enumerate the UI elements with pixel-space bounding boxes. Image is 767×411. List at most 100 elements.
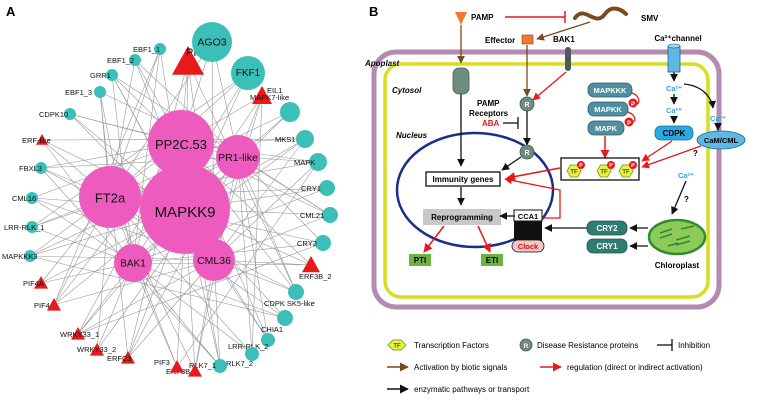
node-wrky33_2: WRKY33_2 bbox=[77, 343, 116, 356]
node-label: PR1-like bbox=[218, 152, 258, 164]
node-label: EIL1 bbox=[267, 86, 282, 95]
node-circle bbox=[216, 135, 260, 179]
node-pif3: PIF3 bbox=[154, 358, 184, 373]
phospho-mapkk bbox=[628, 98, 638, 108]
node-label: WRKY33_2 bbox=[77, 345, 116, 354]
node-fbxl3: FBXL3 bbox=[19, 162, 47, 174]
node-pif4: PIF4 bbox=[34, 298, 61, 311]
r-protein-nucleus-label: R bbox=[524, 150, 529, 157]
r-immunity-arrow bbox=[501, 156, 522, 171]
panel-b-label: B bbox=[369, 4, 378, 19]
cam-tf-arrow bbox=[641, 145, 702, 169]
chloroplast-label: Chloroplast bbox=[655, 261, 700, 270]
network-edge bbox=[31, 72, 249, 228]
node-label: ERF3B_2 bbox=[299, 272, 332, 281]
node-triangle bbox=[34, 276, 48, 289]
node-cry1: CRY1 bbox=[301, 180, 335, 196]
node-circle bbox=[79, 166, 141, 228]
legend-r-text: Disease Resistance proteins bbox=[537, 341, 638, 350]
plasma-membrane bbox=[383, 62, 710, 299]
mapkkk-mapkk-arrow bbox=[631, 92, 640, 105]
node-circle bbox=[261, 333, 275, 347]
ca-label-2: Ca²⁺ bbox=[666, 106, 682, 115]
node-lrrrlk2: LRR-RLK_2 bbox=[228, 333, 275, 351]
immunity-genes-label: Immunity genes bbox=[433, 175, 494, 184]
phospho-mapk-label: P bbox=[627, 121, 631, 127]
node-pif4a: PIF4A bbox=[23, 276, 48, 289]
node-mapkkk3: MAPKKK3 bbox=[2, 250, 37, 262]
node-circle bbox=[106, 69, 118, 81]
node-circle bbox=[140, 164, 230, 254]
network-edge bbox=[29, 255, 286, 319]
clock-immunity-arrow bbox=[504, 176, 561, 219]
question-mark-2: ? bbox=[684, 195, 689, 204]
network-edge bbox=[77, 259, 215, 335]
node-circle bbox=[280, 102, 300, 122]
node-circle bbox=[322, 207, 338, 223]
node-erf3b2: ERF3B_2 bbox=[299, 256, 332, 281]
legend: TF Transcription Factors R Disease Resis… bbox=[387, 338, 710, 394]
node-circle bbox=[231, 56, 265, 90]
tf-phospho bbox=[577, 161, 585, 169]
node-circle bbox=[114, 244, 152, 282]
network-nodes: PIF4BAGO3FKF1EIL1MAPK7-likeMKS1MAPKCRY1C… bbox=[2, 22, 338, 377]
reprogramming-pti-arrow bbox=[423, 225, 445, 253]
tf-phospho bbox=[607, 161, 615, 169]
node-circle bbox=[213, 359, 227, 373]
node-label: CML36 bbox=[197, 255, 231, 267]
ca-label-3: Ca²⁺ bbox=[710, 114, 726, 123]
network-edge bbox=[237, 156, 269, 341]
node-label: CHIA1 bbox=[261, 325, 283, 334]
node-erflike: ERF-like bbox=[22, 134, 51, 145]
node-mks1: MKS1 bbox=[275, 130, 314, 148]
node-erfc3: ERFC3 bbox=[107, 351, 135, 364]
aba-label: ABA bbox=[482, 119, 500, 128]
node-grr1: GRR1 bbox=[90, 69, 118, 81]
pti-box bbox=[409, 254, 431, 266]
tf-phospho-label: P bbox=[609, 163, 613, 169]
network-edge bbox=[213, 138, 306, 261]
cytosol-label: Cytosol bbox=[392, 86, 422, 95]
node-rlk71: RLK7_1 bbox=[189, 359, 227, 373]
node-circle bbox=[129, 54, 141, 66]
node-label: MAPK bbox=[294, 158, 315, 167]
node-circle bbox=[94, 86, 106, 98]
reprogramming-eti-arrow bbox=[477, 225, 491, 253]
thylakoids bbox=[659, 225, 695, 247]
node-label: BAK1 bbox=[120, 258, 146, 269]
tf-phospho-label: P bbox=[579, 163, 583, 169]
node-triangle bbox=[172, 46, 204, 75]
legend-regulation-text: regulation (direct or indirect activatio… bbox=[567, 363, 703, 372]
tf-hexagon-label: TF bbox=[622, 169, 630, 175]
pamp-label: PAMP bbox=[471, 13, 494, 22]
cdpk-box bbox=[654, 125, 694, 141]
reprogramming-label: Reprogramming bbox=[431, 213, 493, 222]
camcml-label: CaM/CML bbox=[704, 136, 739, 145]
node-label: CRY1 bbox=[301, 184, 321, 193]
tf-phospho bbox=[629, 161, 637, 169]
effector-icon bbox=[521, 34, 534, 45]
bak1-label: BAK1 bbox=[553, 35, 575, 44]
node-label: ERF-like bbox=[22, 136, 51, 145]
node-cml16: CML16 bbox=[12, 192, 38, 204]
ca-label-4: Ca²⁺ bbox=[678, 171, 694, 180]
node-label: PIF3 bbox=[154, 358, 170, 367]
phospho-mapkk-label: P bbox=[631, 102, 635, 108]
node-lrrrlk1: LRR-RLK_1 bbox=[4, 221, 44, 233]
cell-wall bbox=[371, 49, 722, 310]
node-rlk72: RLK7_2 bbox=[226, 347, 259, 368]
node-pp2c53: PP2C.53 bbox=[148, 110, 214, 176]
network-panel: A PIF4BAGO3FKF1EIL1MAPK7-likeMKS1MAPKCRY… bbox=[2, 4, 338, 377]
node-cml21: CML21 bbox=[300, 207, 338, 223]
node-circle bbox=[319, 180, 335, 196]
node-wrky33_1: WRKY33_1 bbox=[60, 327, 99, 340]
node-label: CML21 bbox=[300, 211, 324, 220]
node-fkf1: FKF1 bbox=[231, 56, 265, 90]
legend-tf-icon bbox=[387, 339, 407, 351]
node-triangle bbox=[121, 351, 135, 364]
node-label: MAPKK9 bbox=[155, 204, 216, 221]
node-circle bbox=[309, 153, 327, 171]
pamp-receptors-label-2: Receptors bbox=[469, 109, 509, 118]
question-mark-1: ? bbox=[693, 149, 698, 158]
